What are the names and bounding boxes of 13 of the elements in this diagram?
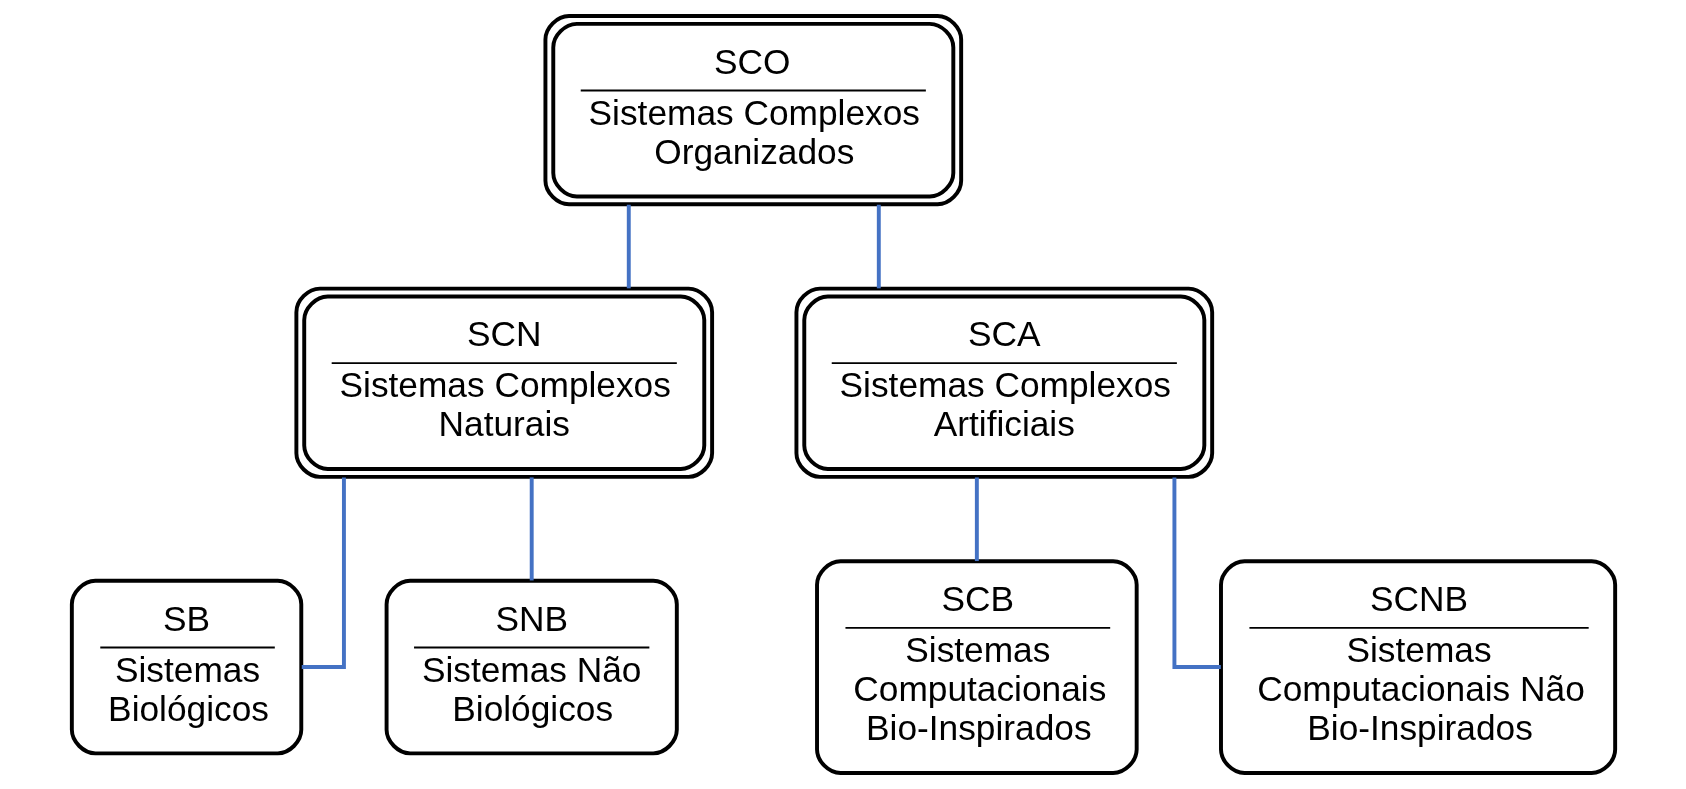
node-box: SB Sistemas Biológicos [69,578,303,756]
connector [626,204,631,289]
node-box: SNB Sistemas Não Biológicos [384,578,679,756]
connector [974,477,979,562]
node-box: SCN Sistemas Complexos Naturais [293,286,714,479]
node-box: SCB Sistemas Computacionais Bio-Inspirados [814,559,1139,775]
connector [1171,477,1221,670]
connector [529,477,534,581]
node-box: SCA Sistemas Complexos Artificiais [794,286,1214,479]
connector [301,477,346,670]
node-box: SCO Sistemas Complexos Organizados [542,14,963,207]
connector [876,204,881,289]
node-box: SCNB Sistemas Computacionais Não Bio-Inspirados [1218,559,1617,775]
